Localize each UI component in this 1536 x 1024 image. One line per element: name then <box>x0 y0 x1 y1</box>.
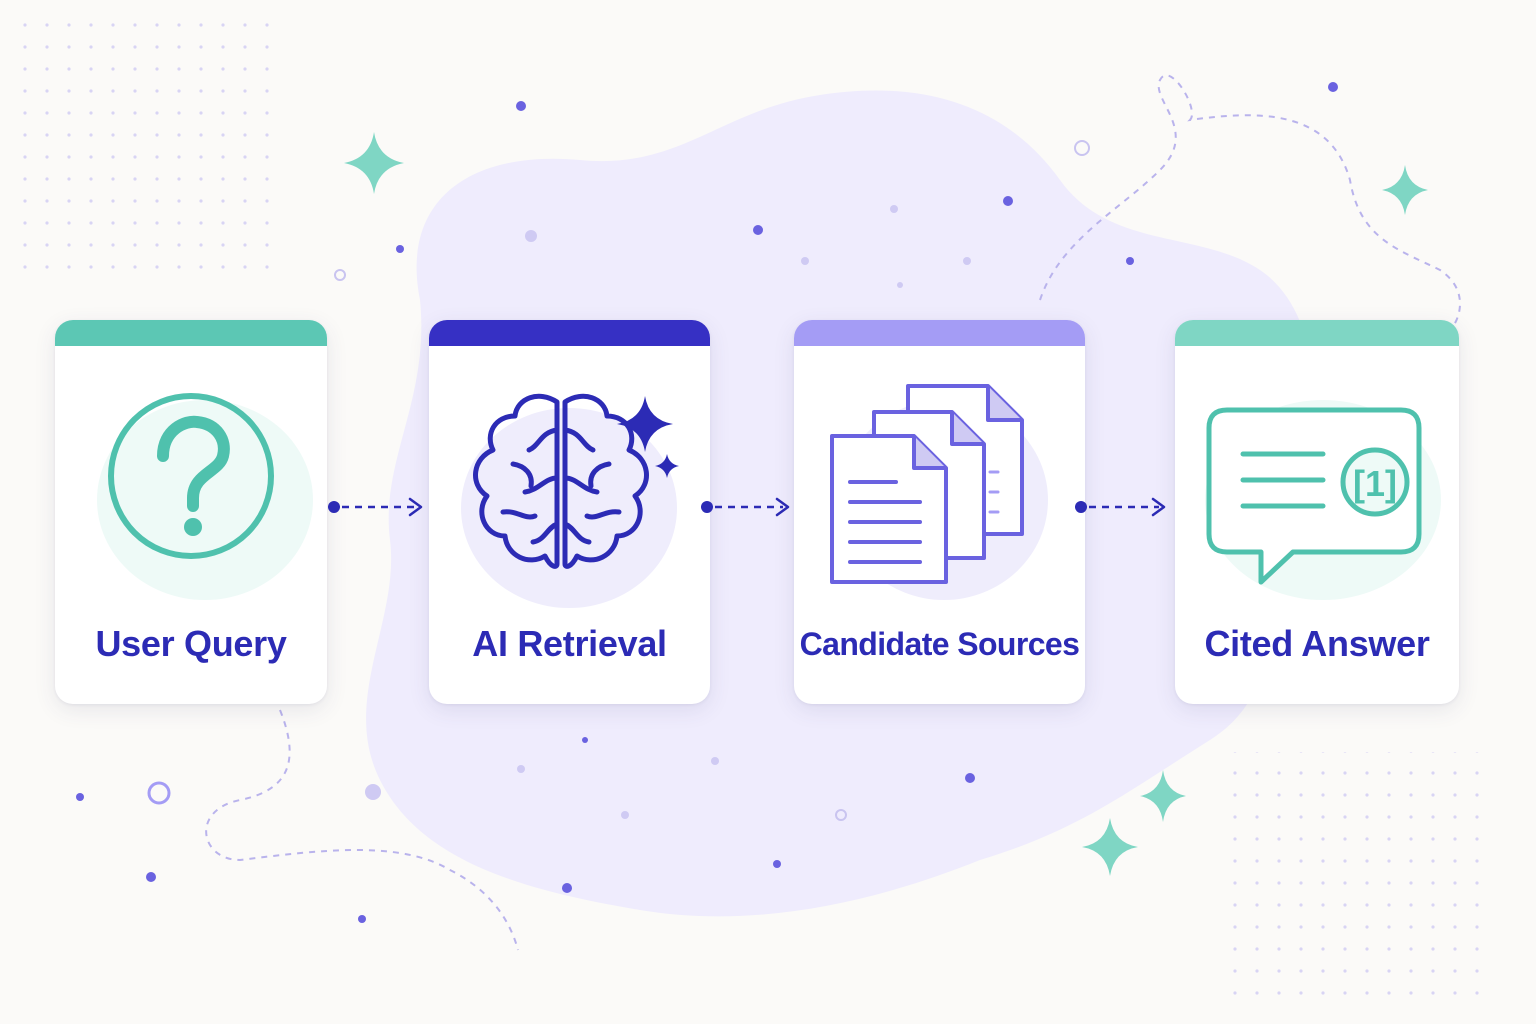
documents-stack-icon <box>794 360 1085 620</box>
step-card-candidate-sources: Candidate Sources <box>794 320 1085 704</box>
sparkle-icon <box>1140 770 1186 822</box>
step-label: User Query <box>95 623 287 664</box>
step-label: Cited Answer <box>1204 623 1430 664</box>
sparkle-icon <box>1082 818 1138 876</box>
dashed-curve-bottom-left <box>205 709 519 951</box>
sparkle-icon <box>344 132 404 194</box>
step-card-ai-retrieval: AI Retrieval <box>429 320 710 704</box>
dot-grid-bottom-right <box>1232 752 1494 1004</box>
dot-grid-top-left <box>22 22 282 272</box>
citation-chat-icon: [1] <box>1175 360 1459 620</box>
dotted-arrow-icon <box>326 494 426 520</box>
dashed-curve-top-right <box>1039 74 1461 331</box>
step-card-user-query: User Query <box>55 320 327 704</box>
step-card-cited-answer: [1] Cited Answer <box>1175 320 1459 704</box>
card-accent-bar <box>1175 320 1459 346</box>
step-label: Candidate Sources <box>799 625 1080 662</box>
sparkle-icon <box>1382 165 1428 215</box>
step-label: AI Retrieval <box>472 623 667 664</box>
card-accent-bar <box>55 320 327 346</box>
dotted-arrow-icon <box>1073 494 1169 520</box>
brain-sparkle-icon <box>429 360 710 620</box>
card-accent-bar <box>794 320 1085 346</box>
citation-marker: [1] <box>1353 463 1397 504</box>
dotted-arrow-icon <box>699 494 793 520</box>
card-accent-bar <box>429 320 710 346</box>
question-mark-icon <box>55 360 327 620</box>
